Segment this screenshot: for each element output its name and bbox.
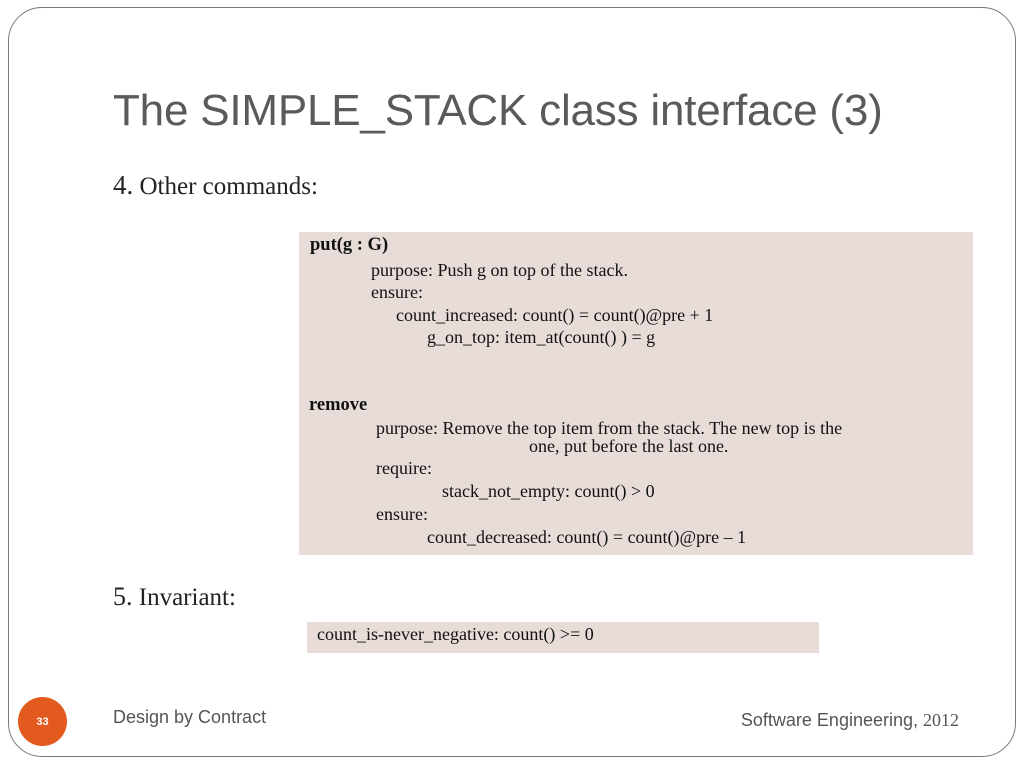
remove-name: remove (309, 395, 368, 415)
invariant-code-box: count_is-never_negative: count() >= 0 (307, 622, 819, 653)
remove-require: require: (376, 458, 432, 478)
section-5-label: Invariant: (132, 584, 236, 611)
footer-right-year: 2012 (923, 710, 959, 730)
remove-count-decreased: count_decreased: count() = count()@pre –… (427, 527, 747, 547)
section-5-number: 5. (113, 582, 133, 611)
footer-right: Software Engineering, 2012 (741, 710, 959, 731)
slide-number-badge: 33 (18, 697, 67, 746)
remove-purpose-line2: one, put before the last one. (529, 436, 729, 456)
put-count-increased: count_increased: count() = count()@pre +… (396, 305, 714, 325)
commands-code-box: put(g : G) purpose: Push g on top of the… (299, 232, 973, 555)
put-signature: put(g : G) (310, 235, 389, 255)
footer-right-text: Software Engineering, (740, 710, 923, 730)
section-4-label: Other commands: (133, 173, 318, 200)
invariant-text: count_is-never_negative: count() >= 0 (317, 624, 594, 644)
put-g-on-top: g_on_top: item_at(count() ) = g (427, 327, 656, 347)
section-4-number: 4. (113, 170, 134, 200)
footer-left: Design by Contract (113, 707, 267, 727)
remove-purpose-line1: purpose: Remove the top item from the st… (376, 418, 843, 438)
slide-title: The SIMPLE_STACK class interface (3) (113, 86, 883, 135)
put-ensure: ensure: (371, 282, 423, 302)
section-4-heading: 4. Other commands: (113, 170, 318, 201)
remove-stack-not-empty: stack_not_empty: count() > 0 (442, 481, 655, 501)
remove-ensure: ensure: (376, 504, 428, 524)
put-purpose: purpose: Push g on top of the stack. (371, 260, 628, 280)
section-5-heading: 5. Invariant: (113, 582, 236, 612)
